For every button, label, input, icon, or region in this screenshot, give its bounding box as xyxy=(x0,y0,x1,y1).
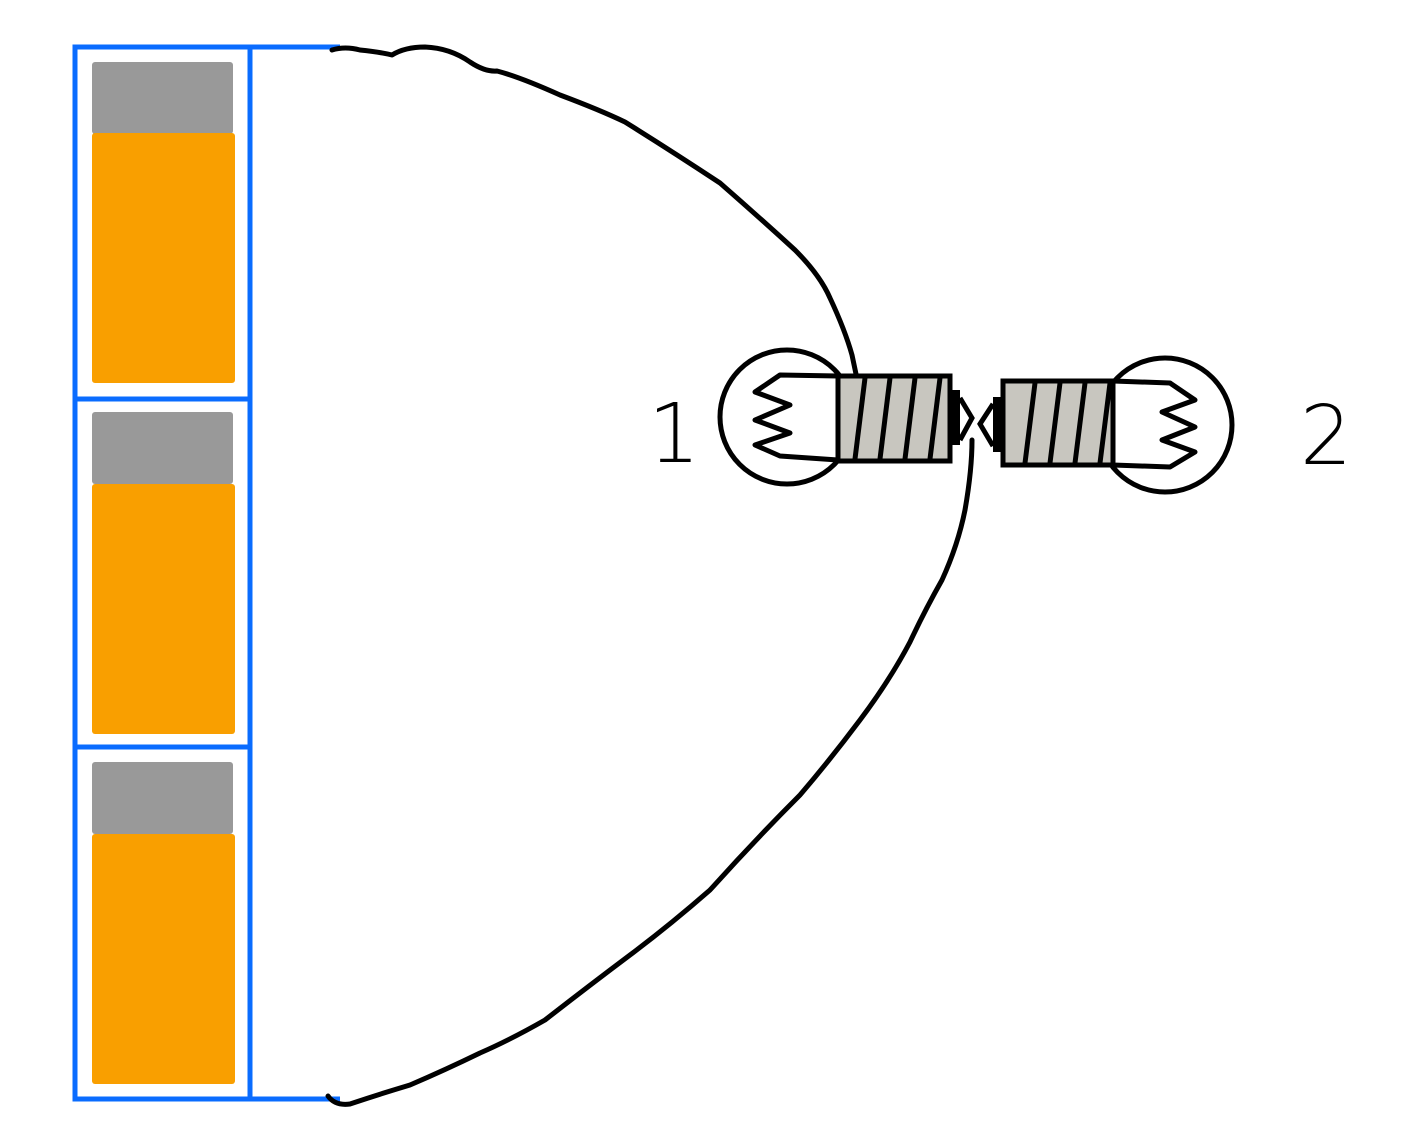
bulb-contact xyxy=(993,397,1003,452)
bulb-filament xyxy=(1110,378,1198,470)
base-thread-icon xyxy=(852,377,943,460)
battery-cell xyxy=(92,762,235,1084)
cell-body xyxy=(92,133,235,383)
bulb-2-label: 2 xyxy=(1300,389,1352,484)
bulb-contact xyxy=(950,390,960,445)
wire-top xyxy=(329,44,859,377)
cell-terminal xyxy=(92,762,233,834)
bulb-tip xyxy=(957,396,975,442)
cell-terminal xyxy=(92,412,233,484)
battery-pack-outline xyxy=(72,44,253,1102)
cell-body xyxy=(92,484,235,734)
light-bulb-2 xyxy=(977,355,1235,495)
battery-cell xyxy=(92,412,235,734)
bulb-tip xyxy=(977,402,996,448)
battery-pack xyxy=(72,44,340,1102)
base-thread-icon xyxy=(1022,382,1113,464)
wire-bottom xyxy=(325,437,975,1107)
light-bulb-1 xyxy=(717,347,975,487)
bulb-1-label: 1 xyxy=(648,387,700,482)
battery-cell xyxy=(92,62,235,383)
bulb-filament xyxy=(752,372,841,463)
cell-terminal xyxy=(92,62,233,134)
cell-body xyxy=(92,834,235,1084)
